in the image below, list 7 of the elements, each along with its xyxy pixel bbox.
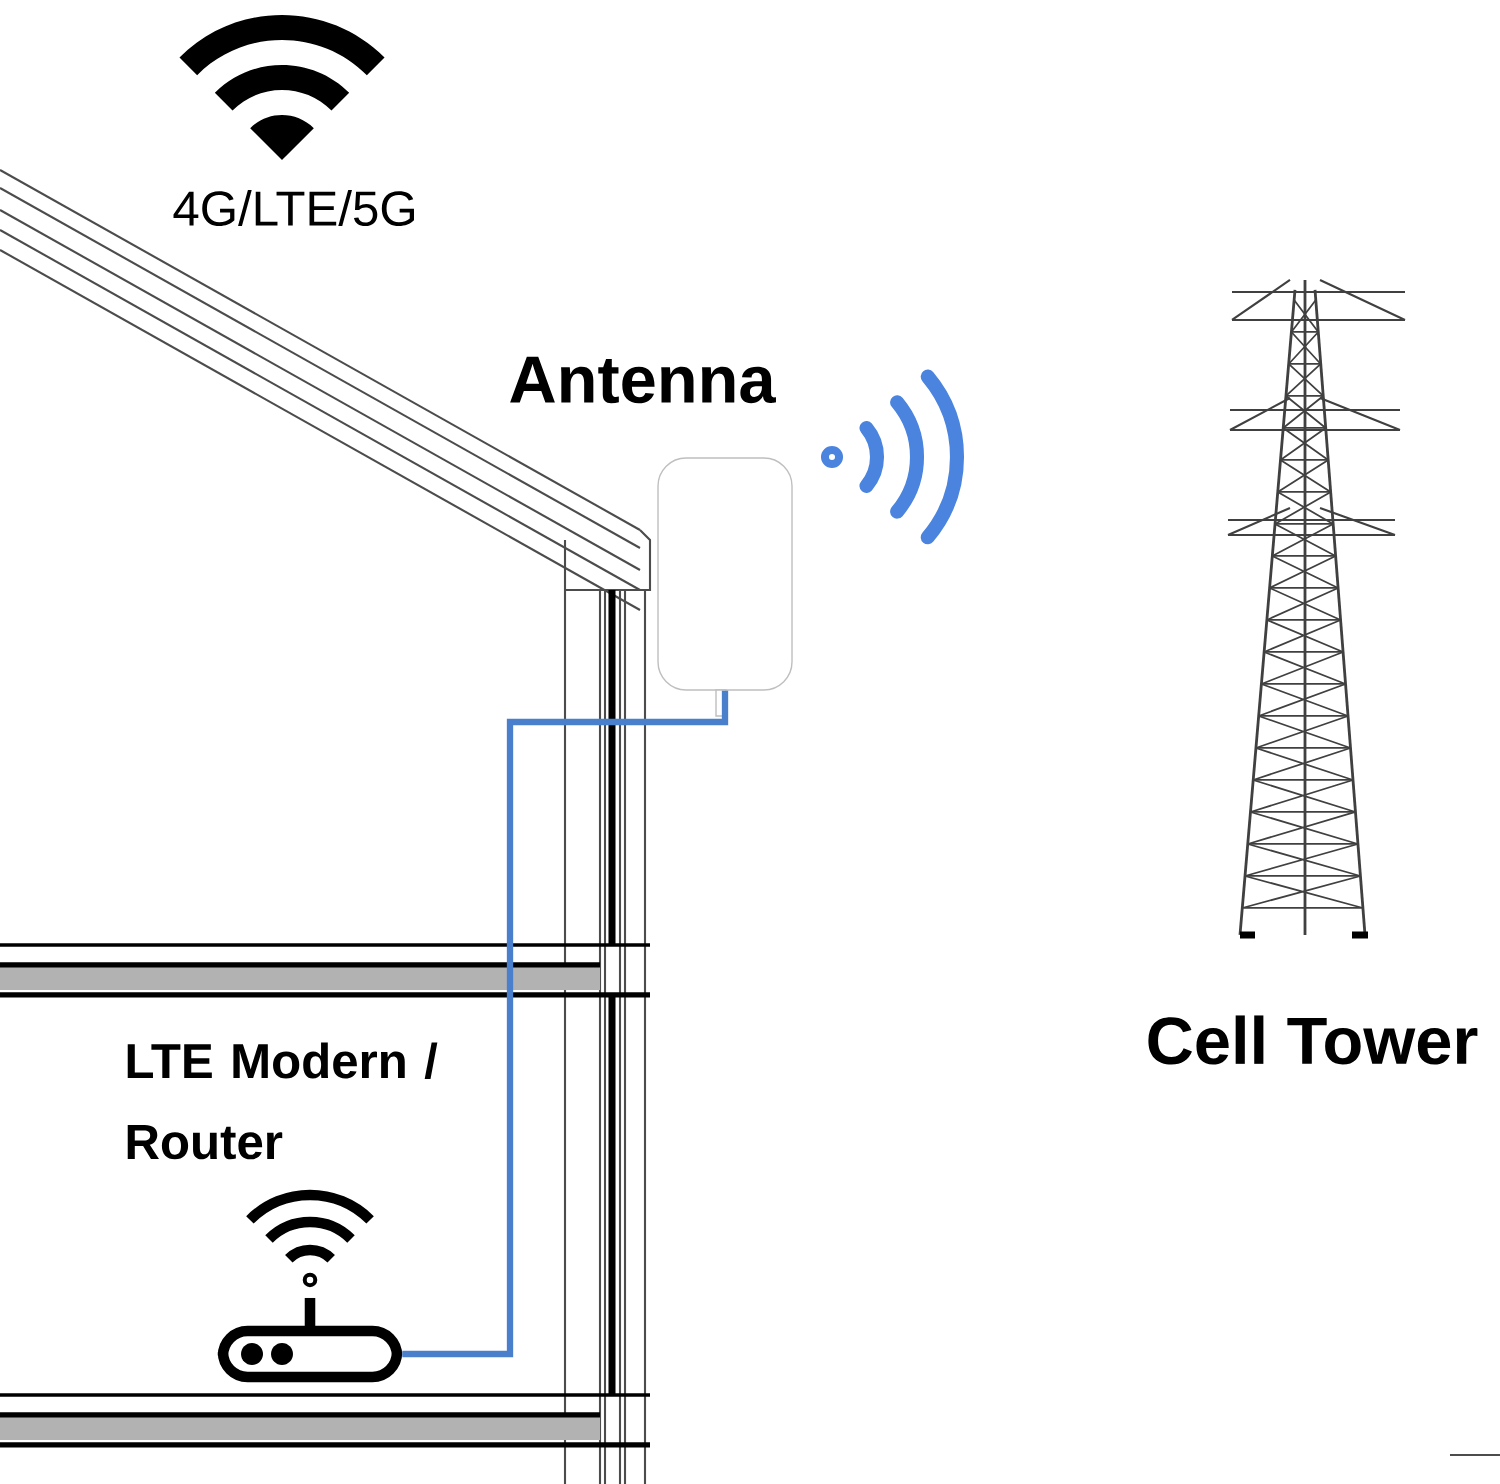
cell-tower: Cell Tower — [1148, 278, 1478, 1065]
router: LTE Modern / Router — [127, 1042, 438, 1383]
antenna: Antenna — [510, 356, 793, 717]
node-label: LTE Modern / Router — [127, 1042, 438, 1160]
node-label: Antenna — [510, 356, 776, 404]
cable — [402, 690, 729, 1358]
signal-label: 4G/LTE/5G — [173, 189, 414, 227]
